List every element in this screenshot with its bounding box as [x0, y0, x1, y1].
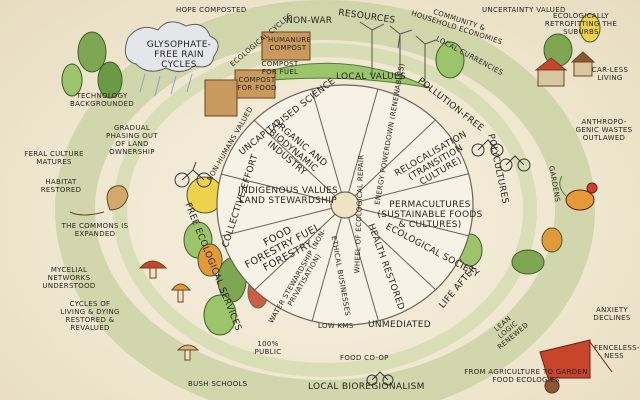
wheel-spoke: [348, 217, 379, 321]
label-local-values: LOCAL VALUES: [336, 72, 406, 82]
landscape-ring: [55, 0, 595, 400]
label-low-kms: LOW KMS: [318, 322, 354, 330]
mushrooms: [138, 260, 200, 361]
label-anthropogenic: ANTHROPO-GENIC WASTES OUTLAWED: [575, 118, 633, 142]
wind-turbines: [359, 21, 437, 86]
wheel-spoke: [221, 207, 332, 237]
label-feral-culture: FERAL CULTURE MATURES: [24, 150, 84, 166]
wheelbarrow: [539, 339, 613, 394]
label-permacultures: PERMACULTURES (SUSTAINABLE FOODS & CULTU…: [377, 200, 483, 230]
wheel-spoke: [311, 89, 342, 193]
label-food-coop: FOOD CO-OP: [340, 354, 389, 362]
label-non-war: NON-WAR: [286, 16, 333, 26]
label-technology: TECHNOLOGY BACKGROUNDED: [70, 92, 134, 108]
label-hundred-percent: 100% PUBLIC: [254, 340, 282, 356]
label-humanure: HUMANURE COMPOST: [268, 36, 312, 52]
label-compost-food: COMPOST FOR FOOD: [237, 76, 277, 92]
wheel-spoke: [358, 173, 469, 203]
wheel-spoke: [253, 119, 336, 197]
label-agriculture: FROM AGRICULTURE TO GARDEN FOOD ECOLOGIE…: [464, 368, 588, 384]
wheel-spoke: [358, 207, 469, 237]
label-bush-schools: BUSH SCHOOLS: [188, 380, 248, 388]
label-hope-composted: HOPE COMPOSTED: [176, 6, 247, 14]
label-habitat: HABITAT RESTORED: [40, 178, 82, 194]
label-mycelial: MYCELIAL NETWORKS UNDERSTOOD: [42, 266, 96, 290]
top-hill: [229, 62, 431, 89]
kangaroo: [69, 185, 129, 216]
label-anxiety: ANXIETY DECLINES: [593, 306, 631, 322]
wheel-spoke: [254, 213, 336, 291]
wheel-spokes: [221, 88, 469, 322]
label-car-less: CAR-LESS LIVING: [591, 66, 629, 82]
label-compost-fuel: COMPOST FOR FUEL: [261, 60, 299, 76]
wheel-spoke: [311, 217, 342, 322]
label-indigenous: INDIGENOUS VALUES LAND STEWARDSHIP: [238, 186, 338, 206]
wheel-spoke: [221, 173, 332, 203]
compost-bins: [204, 31, 311, 117]
rain-cloud: [124, 21, 219, 97]
label-bioregionalism: LOCAL BIOREGIONALISM: [308, 382, 425, 392]
label-cycles-living: CYCLES OF LIVING & DYING RESTORED & REVA…: [60, 300, 120, 332]
wheel-spoke: [354, 119, 436, 197]
label-unmediated: UNMEDIATED: [368, 320, 431, 330]
suburb-houses: [534, 51, 596, 87]
rooster: [559, 175, 598, 211]
wheel-spoke: [354, 213, 437, 291]
label-eco-retrofit: ECOLOGICALLY RETROFITTING THE SUBURBS: [544, 12, 618, 36]
label-uncertainty-valued: UNCERTAINTY VALUED: [482, 6, 566, 14]
bicycles: [174, 139, 531, 386]
label-glysophate: GLYSOPHATE-FREE RAIN CYCLES: [146, 40, 212, 70]
label-commons: THE COMMONS IS EXPANDED: [61, 222, 129, 238]
label-fenceless: FENCELESS-NESS: [594, 344, 640, 360]
label-gradual-phasing: GRADUAL PHASING OUT OF LAND OWNERSHIP: [106, 124, 158, 156]
wheel-spoke: [348, 88, 379, 193]
